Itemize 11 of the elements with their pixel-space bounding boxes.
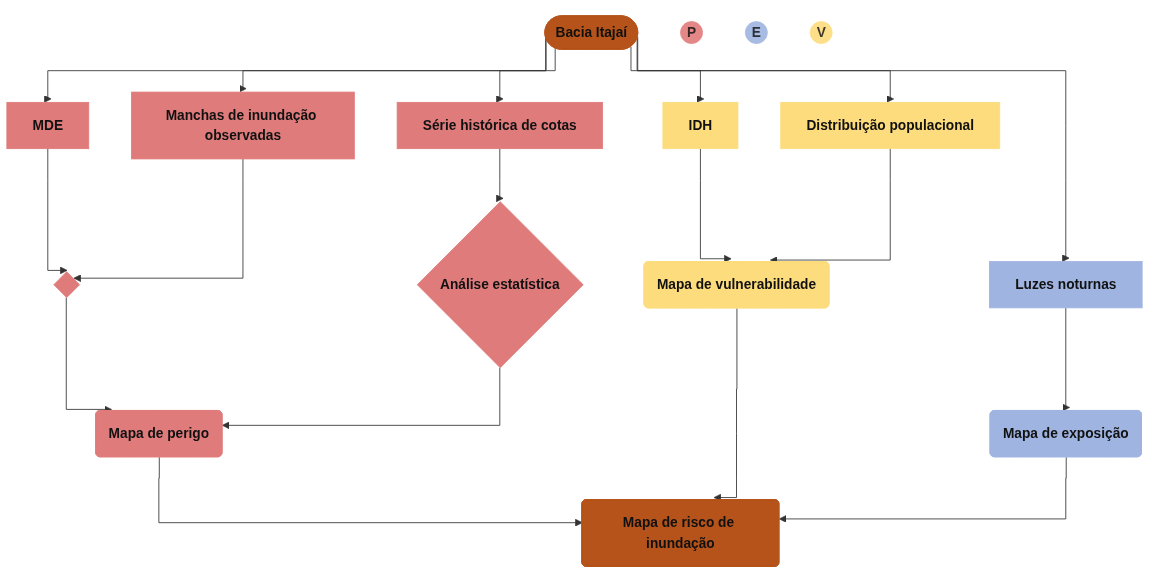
node-box: Distribuição populacional bbox=[780, 102, 1001, 150]
node-diamond: Análise estatística bbox=[416, 201, 584, 369]
node-circle: E bbox=[744, 21, 768, 45]
node-box: Série histórica de cotas bbox=[396, 102, 603, 150]
node-diamond bbox=[53, 271, 80, 299]
node-box: IDH bbox=[662, 102, 739, 150]
node-circle: P bbox=[680, 21, 703, 45]
node-box: Manchas de inundação observadas bbox=[131, 92, 355, 160]
node-box: MDE bbox=[6, 102, 90, 150]
node-circle: V bbox=[809, 21, 833, 45]
node-box: Luzes noturnas bbox=[989, 261, 1143, 309]
